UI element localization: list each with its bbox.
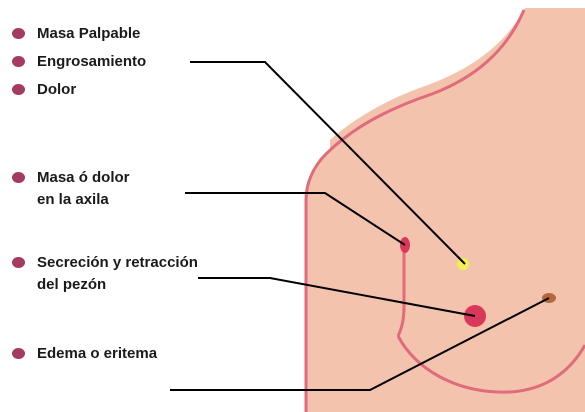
- label-text: Masa Palpable: [37, 25, 141, 42]
- leader-line-engrosamiento: [190, 61, 466, 265]
- label-text-line2: en la axila: [37, 191, 109, 208]
- arm-outline: [304, 9, 526, 412]
- bullet-icon: [12, 172, 25, 183]
- label-text: Engrosamiento: [37, 53, 147, 70]
- leader-line-edema: [170, 297, 550, 391]
- label-masa-palpable: Masa Palpable: [12, 23, 141, 45]
- label-pezon: Secreción y retracción del pezón: [12, 252, 198, 296]
- label-text: Edema o eritema: [37, 345, 158, 362]
- inner-arm-line: [396, 238, 406, 337]
- breast-curve: [396, 335, 585, 394]
- bullet-icon: [12, 84, 25, 95]
- label-text-line2: del pezón: [37, 276, 107, 293]
- label-text-line1: Masa ó dolor: [37, 169, 130, 186]
- bullet-icon: [12, 348, 25, 359]
- label-text-line1: Secreción y retracción: [37, 254, 198, 271]
- label-axila: Masa ó dolor en la axila: [12, 167, 130, 211]
- arm-shape: [306, 138, 404, 412]
- label-engrosamiento: Engrosamiento: [12, 51, 147, 73]
- bullet-icon: [12, 257, 25, 268]
- bullet-icon: [12, 28, 25, 39]
- label-text: Dolor: [37, 81, 77, 98]
- lump-marker: [456, 257, 470, 271]
- leader-line-pezon: [198, 277, 476, 317]
- leader-line-axila: [185, 192, 406, 246]
- bullet-icon: [12, 56, 25, 67]
- label-edema: Edema o eritema: [12, 343, 158, 365]
- label-dolor: Dolor: [12, 79, 77, 101]
